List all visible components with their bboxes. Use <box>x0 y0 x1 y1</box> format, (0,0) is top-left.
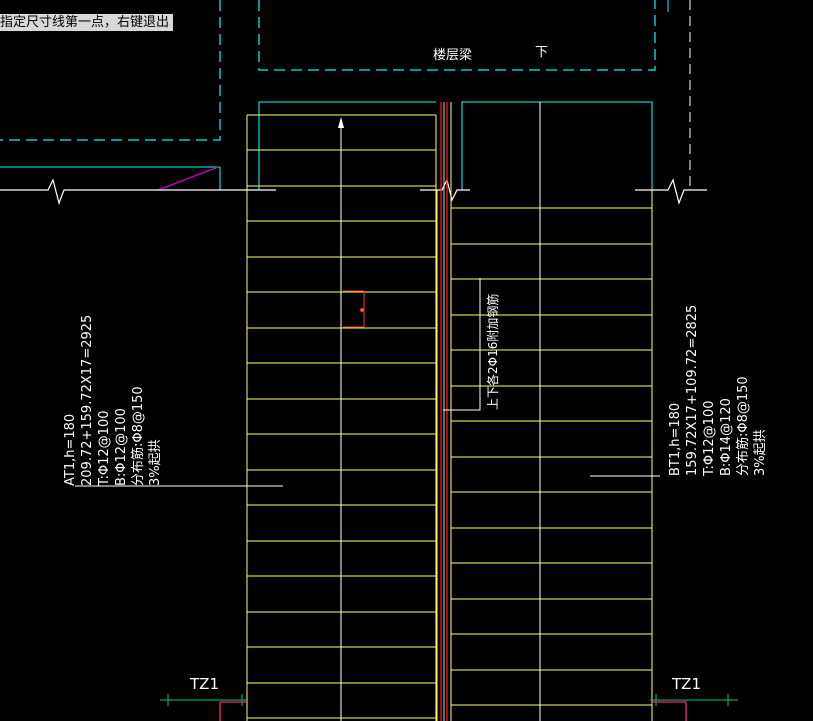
floor-beam-dashed-outline <box>258 0 656 71</box>
bt1-line-4: B:Φ14@120 <box>719 398 734 476</box>
down-label: 下 <box>535 45 549 60</box>
at1-line-3: T:Φ12@100 <box>97 410 112 486</box>
rebar-note: 上下各2Φ16附加钢筋 <box>485 294 502 410</box>
stair-tread-grid <box>246 102 653 721</box>
bt1-annotation: BT1,h=180 159.72X17+109.72=2825 T:Φ12@10… <box>667 305 769 476</box>
left-beam-dashed-outline <box>0 0 221 141</box>
middle-red-lines <box>440 102 448 721</box>
at1-line-1: AT1,h=180 <box>63 413 78 486</box>
landing-cyan-lines <box>0 166 221 190</box>
bt1-line-2: 159.72X17+109.72=2825 <box>685 304 700 476</box>
direction-arrow-icon <box>338 117 344 128</box>
stair-top-beam-outline <box>258 101 653 190</box>
tz1-right-label: TZ1 <box>672 675 701 693</box>
command-prompt: 指定尺寸线第一点，右键退出 <box>0 14 174 31</box>
red-marker <box>343 290 365 328</box>
at1-line-2: 209.72+159.72X17=2925 <box>80 314 95 486</box>
bt1-line-6: 3%起拱 <box>753 429 768 476</box>
at1-line-6: 3%起拱 <box>148 439 163 486</box>
bt1-line-5: 分布筋:Φ8@150 <box>736 376 751 476</box>
at1-line-4: B:Φ12@100 <box>114 408 129 486</box>
magenta-diagonal <box>157 166 219 191</box>
bt1-line-1: BT1,h=180 <box>668 402 683 476</box>
leader-lines <box>75 278 660 487</box>
at1-line-5: 分布筋:Φ8@150 <box>131 386 146 486</box>
rebar-note-text: 上下各2Φ16附加钢筋 <box>486 293 500 410</box>
bt1-line-3: T:Φ12@100 <box>702 400 717 476</box>
floor-beam-label: 楼层梁 <box>433 48 473 63</box>
tz1-column-outlines <box>219 701 687 721</box>
tz1-left-label: TZ1 <box>190 675 219 693</box>
break-lines <box>0 178 707 205</box>
at1-annotation: AT1,h=180 209.72+159.72X17=2925 T:Φ12@10… <box>62 315 164 486</box>
tz1-dimension-marks <box>160 694 738 706</box>
